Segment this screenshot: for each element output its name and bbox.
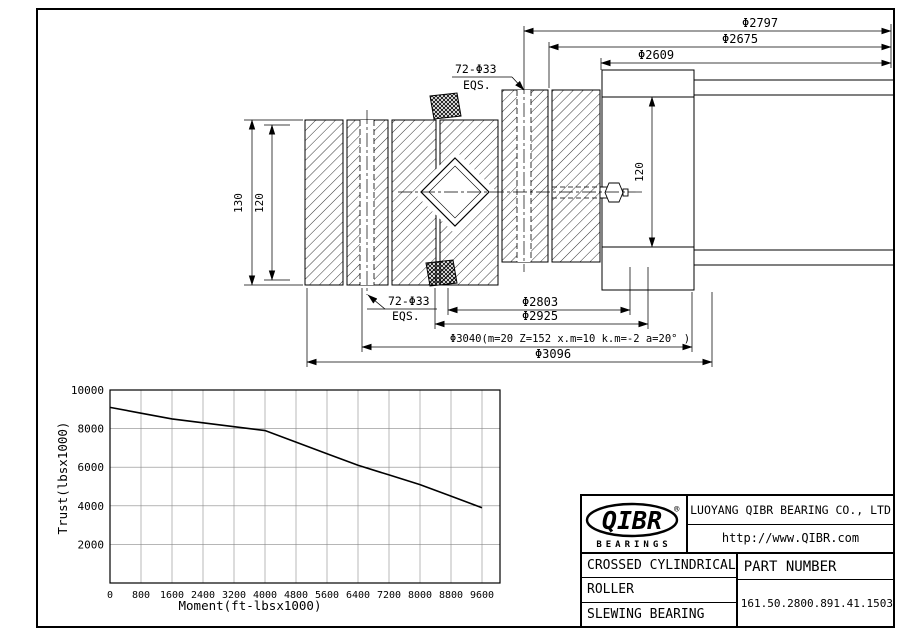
product-name-line3: SLEWING BEARING [587,606,705,622]
company-logo: QIBR ® BEARINGS [582,496,688,552]
chart-y-axis-title: Trust(lbsx1000) [55,422,70,535]
part-number-label: PART NUMBER [737,554,894,580]
x-tick-label: 800 [132,590,150,601]
drawing-frame [36,8,895,628]
product-name-line1: CROSSED CYLINDRICAL [582,554,736,579]
dim-label-2925: Φ2925 [522,309,558,323]
bolt-count-bottom-eqs: EQS. [392,309,420,323]
y-tick-label: 4000 [78,500,105,513]
qibr-logo-icon: QIBR ® [585,502,680,537]
chart-x-axis-title: Moment(ft-lbsx1000) [179,598,322,613]
load-chart: 2000 4000 6000 8000 10000 0 800 1600 2400 3200 400… [55,384,501,613]
plot-border [109,389,501,584]
bolt-count-bottom-label: 72-Φ33 [388,294,430,308]
product-name-line2: ROLLER [582,578,736,603]
seal-bottom [425,259,458,287]
x-tick-label: 7200 [377,590,401,601]
bolt-count-top-label: 72-Φ33 [455,62,497,76]
x-tick-label: 4800 [284,590,308,601]
height-120-left-label: 120 [253,193,266,213]
y-tick-label: 10000 [71,384,104,397]
y-tick-label: 8000 [78,423,105,436]
x-tick-label: 8000 [408,590,432,601]
logo-text: QIBR [602,506,662,535]
center-lines [366,80,645,295]
dim-label-2609: Φ2609 [638,48,674,62]
load-curve [109,406,483,509]
x-tick-label: 8800 [439,590,463,601]
dim-label-2797: Φ2797 [742,16,778,30]
product-name-cell: CROSSED CYLINDRICAL ROLLER SLEWING BEARI… [582,554,738,626]
dim-label-2803: Φ2803 [522,295,558,309]
y-tick-label: 6000 [78,461,105,474]
x-tick-label: 5600 [315,590,339,601]
height-120-right-label: 120 [633,162,646,182]
seal-top [429,92,462,120]
technical-drawing: Φ2797 Φ2675 Φ2609 72-Φ33 EQS. 130 120 12… [232,16,893,367]
logo-subtitle: BEARINGS [596,539,672,550]
grease-fitting-icon [599,182,629,203]
dim-label-2675: Φ2675 [722,32,758,46]
dim-label-3096: Φ3096 [535,347,571,361]
part-number-cell: PART NUMBER 161.50.2800.891.41.1503 [737,554,894,626]
registered-mark: ® [674,505,680,515]
company-name: LUOYANG QIBR BEARING CO., LTD [688,496,893,525]
x-tick-label: 9600 [470,590,494,601]
x-tick-label: 4000 [253,590,277,601]
bolt-count-top-eqs: EQS. [463,78,491,92]
height-130-label: 130 [232,193,245,213]
x-tick-label: 2400 [191,590,215,601]
dimension-lines [244,24,892,367]
x-tick-label: 0 [107,590,113,601]
part-number-value: 161.50.2800.891.41.1503 [740,596,894,610]
company-website: http://www.QIBR.com [721,531,860,546]
dimension-labels: Φ2797 Φ2675 Φ2609 72-Φ33 EQS. 130 120 12… [232,16,778,361]
dim-label-3040: Φ3040(m=20 Z=152 x.m=10 k.m=-2 a=20° ) [450,333,690,345]
x-tick-label: 1600 [160,590,184,601]
x-tick-label: 3200 [222,590,246,601]
chart-plot-area: 2000 4000 6000 8000 10000 0 800 1600 2400 3200 400… [71,384,501,601]
y-tick-label: 2000 [78,538,105,551]
title-block: QIBR ® BEARINGS LUOYANG QIBR BEARING CO.… [580,494,895,628]
hidden-lines [359,90,604,285]
x-tick-label: 6400 [346,590,370,601]
bearing-section [304,69,893,291]
